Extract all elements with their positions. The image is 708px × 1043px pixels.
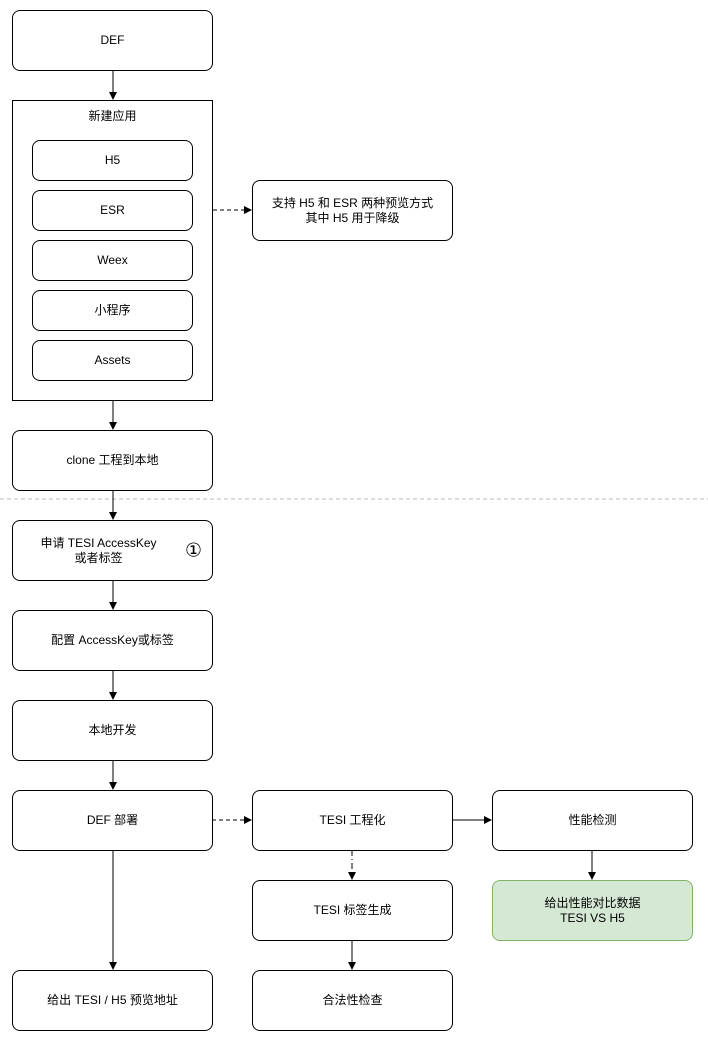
- node-perf-check: 性能检测: [492, 790, 693, 851]
- node-legality: 合法性检查: [252, 970, 453, 1031]
- node-def-deploy: DEF 部署: [12, 790, 213, 851]
- node-perf-check-label: 性能检测: [568, 813, 617, 827]
- node-preview-url-label: 给出 TESI / H5 预览地址: [47, 993, 178, 1007]
- node-tesi-tag: TESI 标签生成: [252, 880, 453, 941]
- node-tesi-eng: TESI 工程化: [252, 790, 453, 851]
- node-weex: Weex: [32, 240, 193, 281]
- node-esr-label: ESR: [100, 203, 125, 217]
- perf-result-line-1: 给出性能对比数据: [544, 895, 641, 910]
- note-line-2: 其中 H5 用于降级: [305, 210, 400, 225]
- node-clone-label: clone 工程到本地: [66, 453, 159, 467]
- node-weex-label: Weex: [97, 253, 128, 267]
- apply-line-1: 申请 TESI AccessKey: [40, 535, 157, 550]
- node-local-dev-label: 本地开发: [88, 723, 137, 737]
- apply-line-2: 或者标签: [74, 550, 123, 565]
- node-h5: H5: [32, 140, 193, 181]
- node-h5-label: H5: [104, 153, 121, 167]
- step-marker: ①: [184, 540, 202, 561]
- node-assets: Assets: [32, 340, 193, 381]
- node-perf-result: 给出性能对比数据 TESI VS H5: [492, 880, 693, 941]
- node-def-deploy-label: DEF 部署: [86, 813, 139, 827]
- node-miniapp-label: 小程序: [94, 303, 131, 317]
- group-new-app-title: 新建应用: [88, 109, 137, 123]
- node-clone: clone 工程到本地: [12, 430, 213, 491]
- node-miniapp: 小程序: [32, 290, 193, 331]
- note-line-1: 支持 H5 和 ESR 两种预览方式: [271, 195, 434, 210]
- node-assets-label: Assets: [94, 353, 131, 367]
- node-esr: ESR: [32, 190, 193, 231]
- node-apply-key: 申请 TESI AccessKey 或者标签 ①: [12, 520, 213, 581]
- node-preview-note: 支持 H5 和 ESR 两种预览方式 其中 H5 用于降级: [252, 180, 453, 241]
- node-config-label: 配置 AccessKey或标签: [51, 633, 174, 647]
- node-def: DEF: [12, 10, 213, 71]
- node-tesi-tag-label: TESI 标签生成: [313, 903, 392, 917]
- perf-result-line-2: TESI VS H5: [560, 910, 625, 925]
- node-tesi-eng-label: TESI 工程化: [319, 813, 386, 827]
- node-def-label: DEF: [100, 33, 125, 47]
- node-legality-label: 合法性检查: [322, 993, 383, 1007]
- node-local-dev: 本地开发: [12, 700, 213, 761]
- node-config: 配置 AccessKey或标签: [12, 610, 213, 671]
- node-preview-url: 给出 TESI / H5 预览地址: [12, 970, 213, 1031]
